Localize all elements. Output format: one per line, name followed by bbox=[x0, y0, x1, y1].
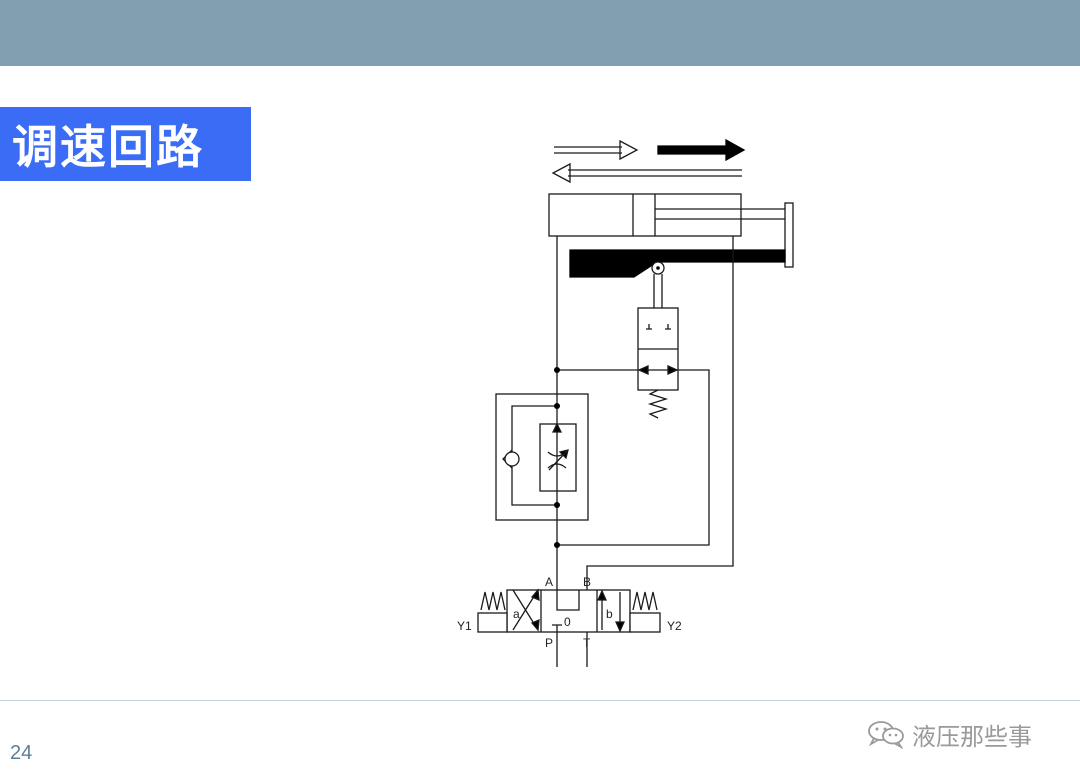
cam-bar bbox=[569, 249, 786, 278]
footer-divider bbox=[0, 700, 1080, 701]
hydraulic-cylinder bbox=[548, 193, 794, 268]
one-way-throttle-valve bbox=[495, 393, 589, 521]
slide-title: 调速回路 bbox=[12, 120, 204, 174]
solenoid-y2-label: Y2 bbox=[667, 619, 682, 633]
position-a-label: a bbox=[513, 607, 520, 621]
deceleration-valve bbox=[637, 307, 679, 419]
position-center-label: 0 bbox=[564, 615, 571, 629]
page-number: 24 bbox=[10, 742, 33, 764]
port-p-label: P bbox=[545, 636, 553, 650]
title-box: 调速回路 bbox=[0, 107, 251, 181]
hydraulic-speed-control-circuit: A B P T Y1 Y2 a b 0 bbox=[457, 138, 794, 667]
port-b-label: B bbox=[583, 575, 591, 589]
wechat-icon bbox=[868, 721, 904, 749]
port-a-label: A bbox=[545, 575, 553, 589]
watermark-text: 液压那些事 bbox=[912, 722, 1032, 751]
direction-arrows bbox=[551, 138, 746, 184]
top-banner bbox=[0, 0, 1080, 66]
solenoid-y1-label: Y1 bbox=[457, 619, 472, 633]
watermark: 液压那些事 bbox=[866, 716, 1032, 752]
directional-control-valve bbox=[477, 588, 661, 633]
position-b-label: b bbox=[606, 607, 613, 621]
port-t-label: T bbox=[583, 636, 591, 650]
